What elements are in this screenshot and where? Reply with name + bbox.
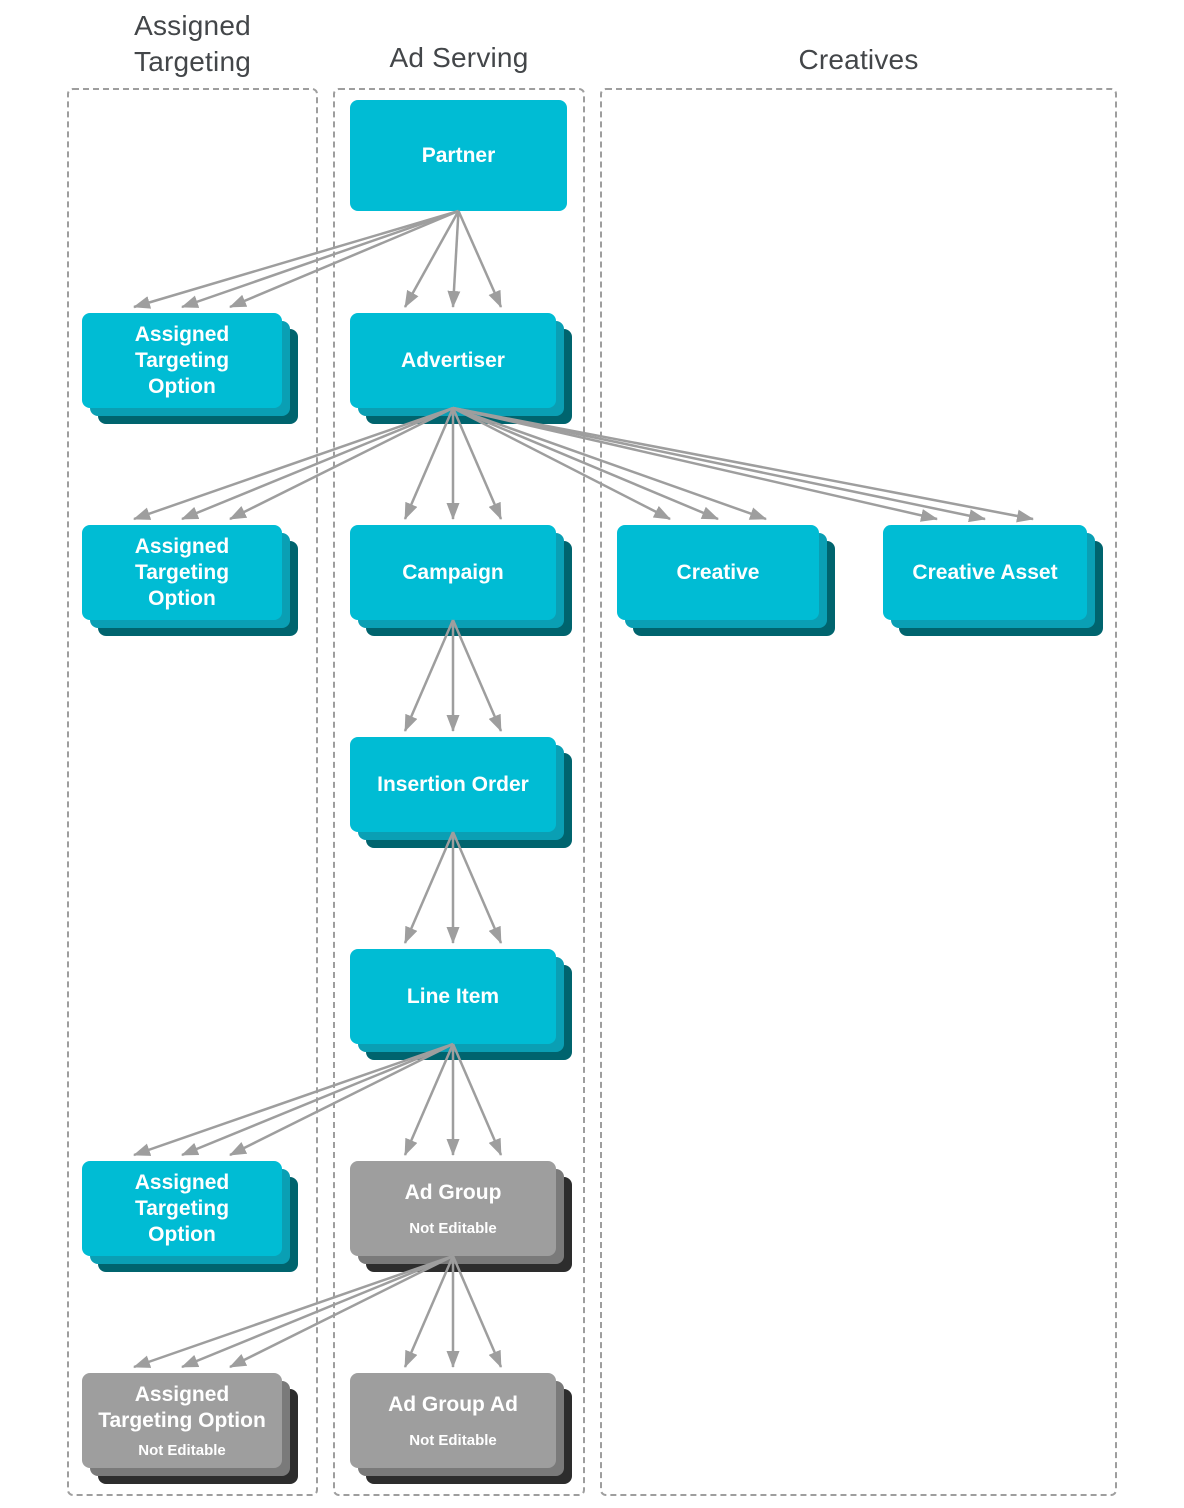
node-label: Assigned Targeting Option <box>134 1170 230 1246</box>
node-label: Creative Asset <box>912 560 1058 584</box>
node-assigned-targeting-option-ad-group-level: Assigned Targeting Option Not Editable <box>82 1373 298 1484</box>
node-partner: Partner <box>350 100 567 211</box>
node-face: Assigned Targeting Option <box>82 525 282 620</box>
node-ad-group: Ad Group Not Editable <box>350 1161 572 1272</box>
node-label: Assigned Targeting Option <box>134 322 230 398</box>
node-assigned-targeting-option-partner-level: Assigned Targeting Option <box>82 313 298 424</box>
node-campaign: Campaign <box>350 525 572 636</box>
node-label: Line Item <box>406 984 500 1008</box>
node-label: Ad Group Ad <box>388 1393 518 1416</box>
node-face: Ad Group Not Editable <box>350 1161 556 1256</box>
node-face: Creative Asset <box>883 525 1087 620</box>
node-label: Creative <box>676 560 760 584</box>
node-face: Campaign <box>350 525 556 620</box>
group-ad-serving <box>333 88 585 1496</box>
column-title-assigned-targeting: Assigned Targeting <box>134 10 251 77</box>
node-line-item: Line Item <box>350 949 572 1060</box>
node-label: Ad Group <box>404 1181 502 1204</box>
node-label: Assigned Targeting Option <box>98 1383 266 1432</box>
node-assigned-targeting-option-line-item-level: Assigned Targeting Option <box>82 1161 298 1272</box>
column-title-ad-serving: Ad Serving <box>389 42 529 73</box>
node-sublabel: Not Editable <box>409 1432 497 1449</box>
node-face: Creative <box>617 525 819 620</box>
node-face: Line Item <box>350 949 556 1044</box>
node-label: Insertion Order <box>377 772 529 796</box>
column-title-creatives: Creatives <box>798 44 919 75</box>
node-insertion-order: Insertion Order <box>350 737 572 848</box>
node-label: Assigned Targeting Option <box>134 534 230 610</box>
node-face: Assigned Targeting Option <box>82 313 282 408</box>
node-face: Assigned Targeting Option <box>82 1161 282 1256</box>
node-face: Insertion Order <box>350 737 556 832</box>
node-face: Assigned Targeting Option Not Editable <box>82 1373 282 1468</box>
node-creative-asset: Creative Asset <box>883 525 1103 636</box>
node-assigned-targeting-option-advertiser-level: Assigned Targeting Option <box>82 525 298 636</box>
node-label: Partner <box>421 143 496 167</box>
node-ad-group-ad: Ad Group Ad Not Editable <box>350 1373 572 1484</box>
group-creatives <box>600 88 1117 1496</box>
node-label: Advertiser <box>401 348 505 372</box>
node-face: Ad Group Ad Not Editable <box>350 1373 556 1468</box>
group-assigned-targeting <box>67 88 318 1496</box>
node-sublabel: Not Editable <box>138 1442 226 1459</box>
node-creative: Creative <box>617 525 835 636</box>
node-face: Advertiser <box>350 313 556 408</box>
node-label: Campaign <box>402 560 504 584</box>
node-advertiser: Advertiser <box>350 313 572 424</box>
node-face: Partner <box>350 100 567 211</box>
node-sublabel: Not Editable <box>409 1220 497 1237</box>
